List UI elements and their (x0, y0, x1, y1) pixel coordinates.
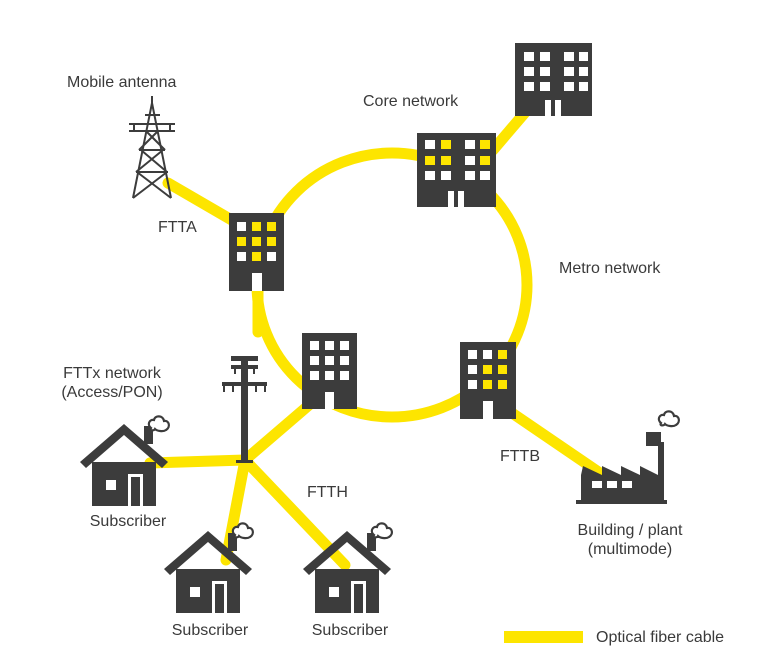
label-subscriber-left: Subscriber (89, 513, 167, 530)
utility-pole-icon (222, 356, 267, 463)
label-fttx-line1: FTTx network (63, 365, 161, 382)
factory-icon (576, 410, 680, 504)
label-building-plant: Building / plant (multimode) (560, 521, 700, 559)
legend-label: Optical fiber cable (596, 629, 725, 646)
label-subscriber-mid: Subscriber (171, 622, 249, 639)
metro-building-icon (460, 342, 516, 419)
ftta-building-icon (229, 213, 284, 291)
label-mobile-antenna: Mobile antenna (67, 74, 177, 91)
label-building-plant-line1: Building / plant (577, 522, 683, 539)
fiber-cables (144, 89, 606, 571)
core-uplink-building-icon (515, 43, 592, 116)
label-ftta: FTTA (158, 219, 197, 236)
label-fttx-line2: (Access/PON) (61, 384, 163, 401)
label-metro-network: Metro network (559, 260, 661, 277)
access-building-icon (302, 333, 357, 409)
label-fttx-network: FTTx network (Access/PON) (46, 364, 178, 402)
label-subscriber-right: Subscriber (311, 622, 389, 639)
house-icon-mid (164, 522, 254, 613)
label-core-network: Core network (363, 93, 459, 110)
core-network-building-icon (417, 133, 496, 207)
label-building-plant-line2: (multimode) (587, 541, 673, 558)
house-icon-left (80, 415, 170, 506)
legend-fiber-swatch (504, 631, 583, 643)
label-ftth: FTTH (307, 484, 348, 501)
label-fttb: FTTB (500, 448, 540, 465)
antenna-tower-icon (129, 96, 175, 199)
